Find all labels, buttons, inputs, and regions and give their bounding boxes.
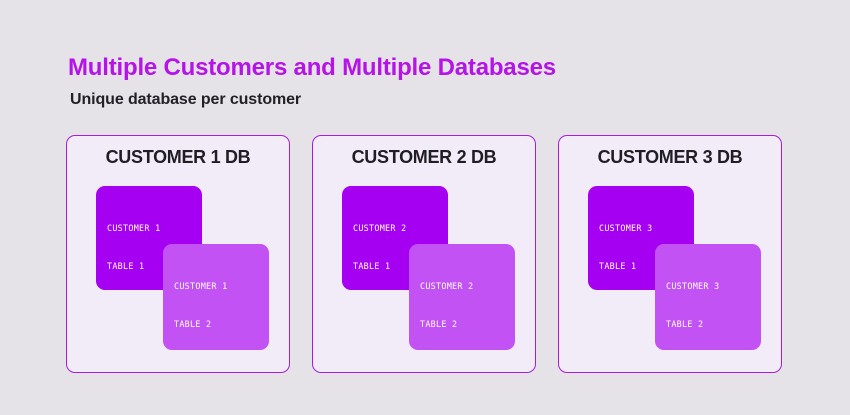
table-block-line-2: TABLE 1 xyxy=(353,261,391,272)
database-card-customer-2: CUSTOMER 2 DB CUSTOMER 2 TABLE 1 CUSTOME… xyxy=(312,135,536,373)
database-card-customer-1: CUSTOMER 1 DB CUSTOMER 1 TABLE 1 CUSTOME… xyxy=(66,135,290,373)
table-block-customer-3-table-2: CUSTOMER 3 TABLE 2 xyxy=(655,244,761,350)
table-block-customer-1-table-2: CUSTOMER 1 TABLE 2 xyxy=(163,244,269,350)
table-block-line-1: CUSTOMER 2 xyxy=(420,281,474,292)
database-card-row: CUSTOMER 1 DB CUSTOMER 1 TABLE 1 CUSTOME… xyxy=(66,135,782,373)
table-block-line-1: CUSTOMER 3 xyxy=(599,223,653,234)
table-block-line-2: TABLE 1 xyxy=(107,261,145,272)
database-card-customer-3: CUSTOMER 3 DB CUSTOMER 3 TABLE 1 CUSTOME… xyxy=(558,135,782,373)
table-block-line-1: CUSTOMER 1 xyxy=(107,223,161,234)
table-block-line-2: TABLE 1 xyxy=(599,261,637,272)
database-card-title: CUSTOMER 1 DB xyxy=(105,147,251,167)
table-block-line-2: TABLE 2 xyxy=(666,319,704,330)
database-card-title: CUSTOMER 2 DB xyxy=(351,147,497,167)
table-block-line-2: TABLE 2 xyxy=(420,319,458,330)
table-block-customer-2-table-2: CUSTOMER 2 TABLE 2 xyxy=(409,244,515,350)
table-block-line-1: CUSTOMER 2 xyxy=(353,223,407,234)
page-subtitle: Unique database per customer xyxy=(70,91,302,108)
page-title: Multiple Customers and Multiple Database… xyxy=(68,54,556,81)
table-block-line-2: TABLE 2 xyxy=(174,319,212,330)
table-block-line-1: CUSTOMER 3 xyxy=(666,281,720,292)
table-block-line-1: CUSTOMER 1 xyxy=(174,281,228,292)
table-block-customer-1-table-1: CUSTOMER 1 TABLE 1 xyxy=(96,186,202,290)
database-card-title: CUSTOMER 3 DB xyxy=(597,147,743,167)
